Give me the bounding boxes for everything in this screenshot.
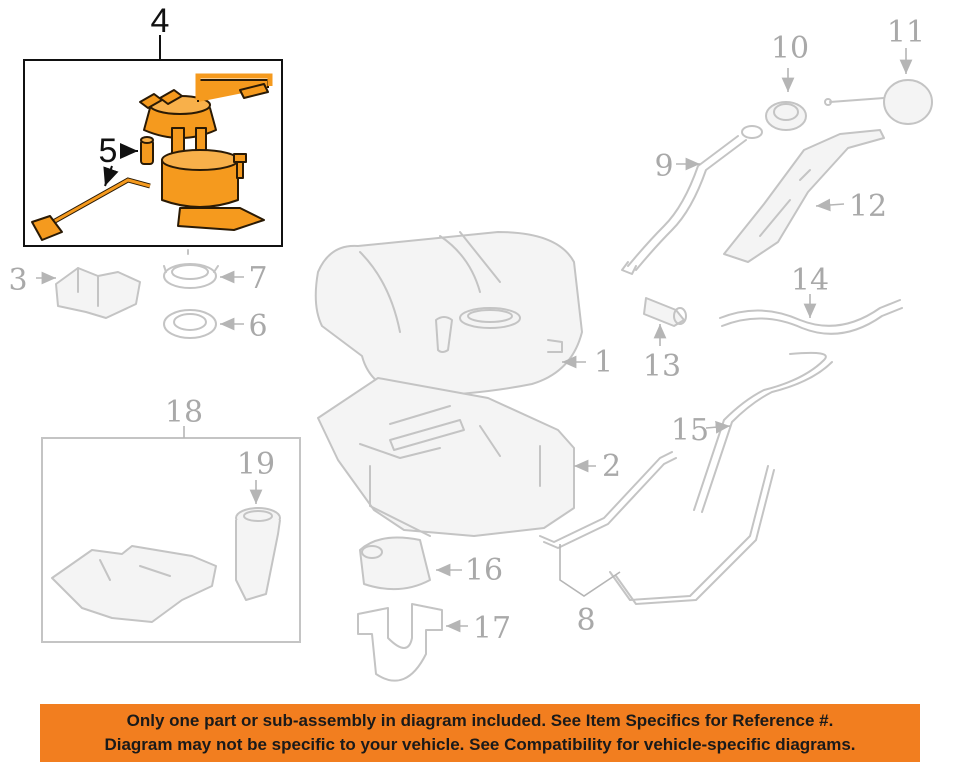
notice-line-1: Only one part or sub-assembly in diagram… bbox=[126, 711, 834, 730]
fuel-pump-module[interactable] bbox=[139, 73, 273, 231]
part-19-pump[interactable] bbox=[235, 507, 281, 601]
part-7-lock-ring[interactable] bbox=[163, 249, 219, 289]
callout-7: 7 bbox=[248, 261, 267, 296]
part-13-hose[interactable] bbox=[643, 297, 687, 327]
part-6-seal[interactable] bbox=[163, 309, 217, 339]
callout-1: 1 bbox=[594, 345, 613, 380]
callout-14: 14 bbox=[791, 263, 829, 298]
part-17-filter-bracket[interactable] bbox=[357, 603, 443, 682]
part-3-bracket[interactable] bbox=[55, 267, 141, 319]
callout-18: 18 bbox=[165, 395, 203, 430]
callout-8: 8 bbox=[576, 603, 595, 638]
notice-line-2: Diagram may not be specific to your vehi… bbox=[104, 735, 856, 754]
part-11-fuel-cap[interactable] bbox=[824, 79, 933, 125]
callout-9: 9 bbox=[654, 149, 673, 184]
callout-13: 13 bbox=[643, 349, 681, 384]
callout-16: 16 bbox=[465, 553, 503, 588]
callout-15: 15 bbox=[671, 413, 709, 448]
part-9-filler-pipe[interactable] bbox=[621, 125, 763, 275]
fuel-pump-module-group[interactable] bbox=[23, 35, 283, 247]
callout-17: 17 bbox=[473, 611, 511, 646]
callout-3: 3 bbox=[8, 263, 27, 298]
part-15-vapor-tube[interactable] bbox=[693, 351, 833, 513]
notice-banner: Only one part or sub-assembly in diagram… bbox=[40, 704, 920, 762]
part-18-group[interactable] bbox=[41, 426, 301, 643]
callout-2: 2 bbox=[602, 449, 621, 484]
part-1-fuel-tank[interactable] bbox=[314, 231, 583, 397]
callout-10: 10 bbox=[771, 31, 809, 66]
callout-12: 12 bbox=[849, 189, 887, 224]
part-5-grommet[interactable] bbox=[140, 136, 154, 165]
part-8-tank-straps[interactable] bbox=[539, 451, 775, 605]
part-10-filler-ring[interactable] bbox=[765, 101, 807, 131]
callout-6: 6 bbox=[248, 309, 267, 344]
part-2-tank-shield[interactable] bbox=[317, 377, 575, 537]
bolt[interactable] bbox=[233, 153, 247, 179]
part-14-vent-tube[interactable] bbox=[719, 299, 903, 335]
callout-19: 19 bbox=[237, 447, 275, 482]
fuel-level-sender[interactable] bbox=[31, 177, 151, 241]
callout-11: 11 bbox=[887, 15, 925, 50]
callout-4: 4 bbox=[151, 2, 170, 40]
part-4-frame bbox=[23, 59, 283, 247]
part-12-filler-housing[interactable] bbox=[723, 129, 885, 263]
callout-5: 5 bbox=[99, 132, 118, 170]
part-16-fuel-filter[interactable] bbox=[359, 536, 431, 591]
